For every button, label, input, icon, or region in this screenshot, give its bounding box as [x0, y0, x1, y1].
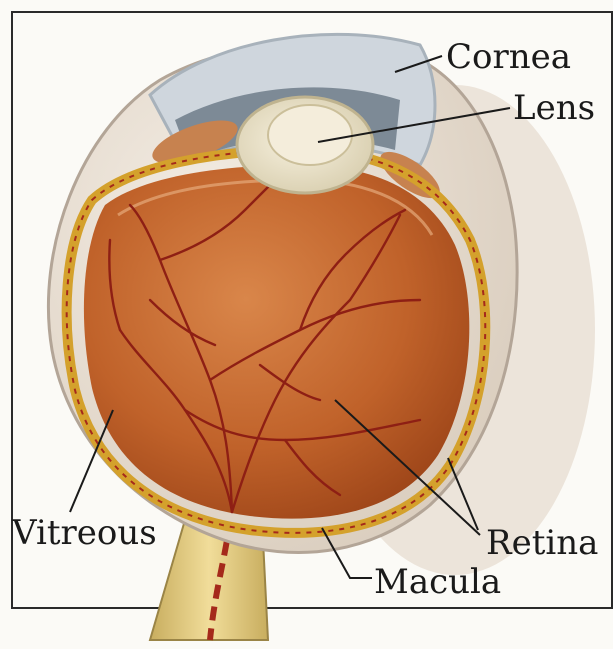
label-vitreous: Vitreous — [11, 513, 157, 553]
label-macula: Macula — [374, 562, 501, 602]
lens-nucleus — [268, 105, 352, 165]
label-cornea: Cornea — [446, 37, 571, 77]
label-retina: Retina — [486, 523, 598, 563]
label-lens: Lens — [513, 88, 595, 128]
